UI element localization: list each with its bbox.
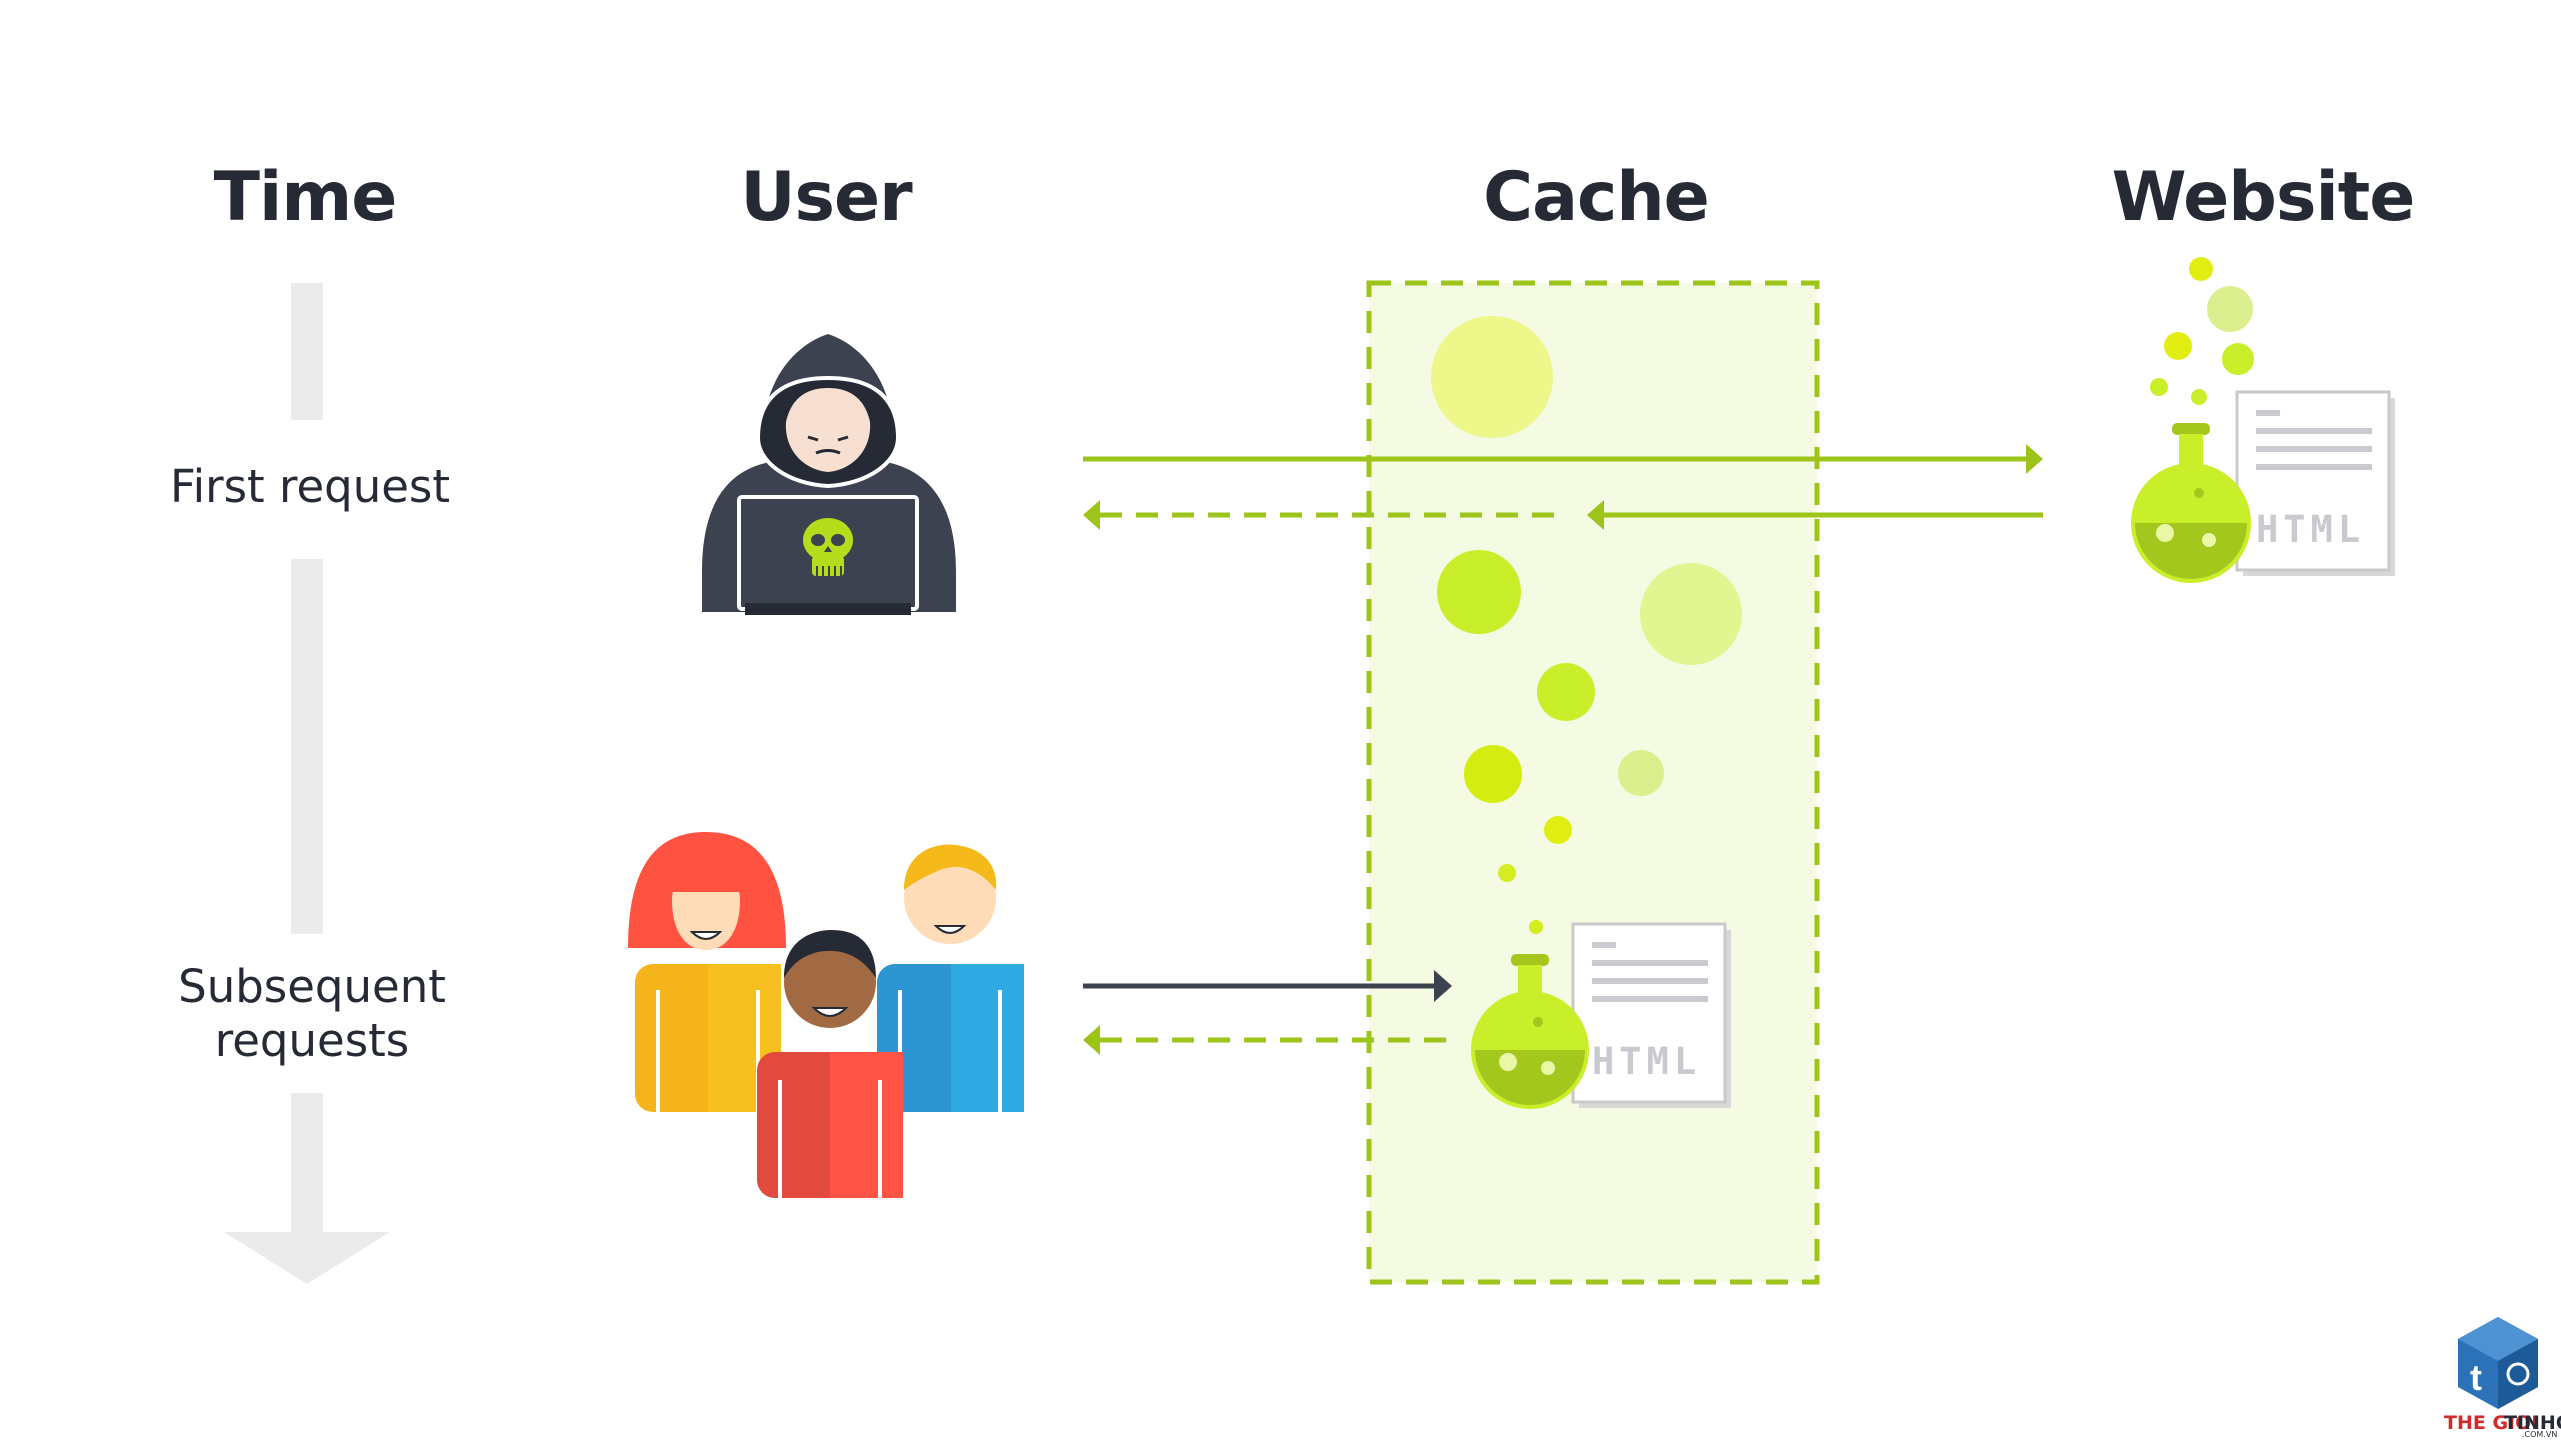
site-logo: t	[2458, 1317, 2538, 1409]
response-arrow-cache-to-user-dashed	[1083, 500, 1555, 530]
website-doc-label: HTML	[2256, 508, 2365, 551]
skull-icon	[803, 518, 853, 576]
cached-flask-icon	[1471, 920, 1589, 1109]
flask-icon	[2131, 423, 2251, 583]
timeline	[224, 283, 390, 1284]
website-bubbles	[2150, 257, 2254, 405]
logo-glyph: t	[2470, 1357, 2482, 1398]
request-arrow-to-website	[1083, 444, 2043, 474]
logo-name-part1: THE GIOI	[2444, 1412, 2539, 1434]
row-label-subsequent-line1: Subsequent	[178, 960, 446, 1013]
logo-subtext: .COM.VN	[2522, 1430, 2558, 1439]
column-header-time: Time	[213, 158, 398, 237]
cached-html-document-icon: HTML	[1571, 922, 1731, 1108]
column-header-cache: Cache	[1483, 158, 1710, 237]
cache-bubbles	[1431, 316, 1742, 882]
cache-doc-label: HTML	[1592, 1040, 1701, 1083]
row-label-first-request: First request	[169, 460, 451, 513]
row-label-subsequent-line2: requests	[214, 1014, 410, 1067]
column-header-website: Website	[2111, 158, 2416, 237]
html-document-icon: HTML	[2235, 390, 2395, 576]
globe-icon	[2506, 1362, 2530, 1386]
column-header-user: User	[740, 158, 912, 237]
response-arrow-cache-to-users-dashed	[1083, 1025, 1452, 1055]
request-arrow-to-cache	[1083, 970, 1452, 1002]
response-arrow-website-to-cache	[1587, 500, 2043, 530]
user-group-icon	[628, 832, 1024, 1198]
cache-box	[1366, 280, 1820, 1285]
timeline-arrow-head	[224, 1232, 390, 1284]
logo-name-part2: TINHOC	[2504, 1412, 2561, 1434]
